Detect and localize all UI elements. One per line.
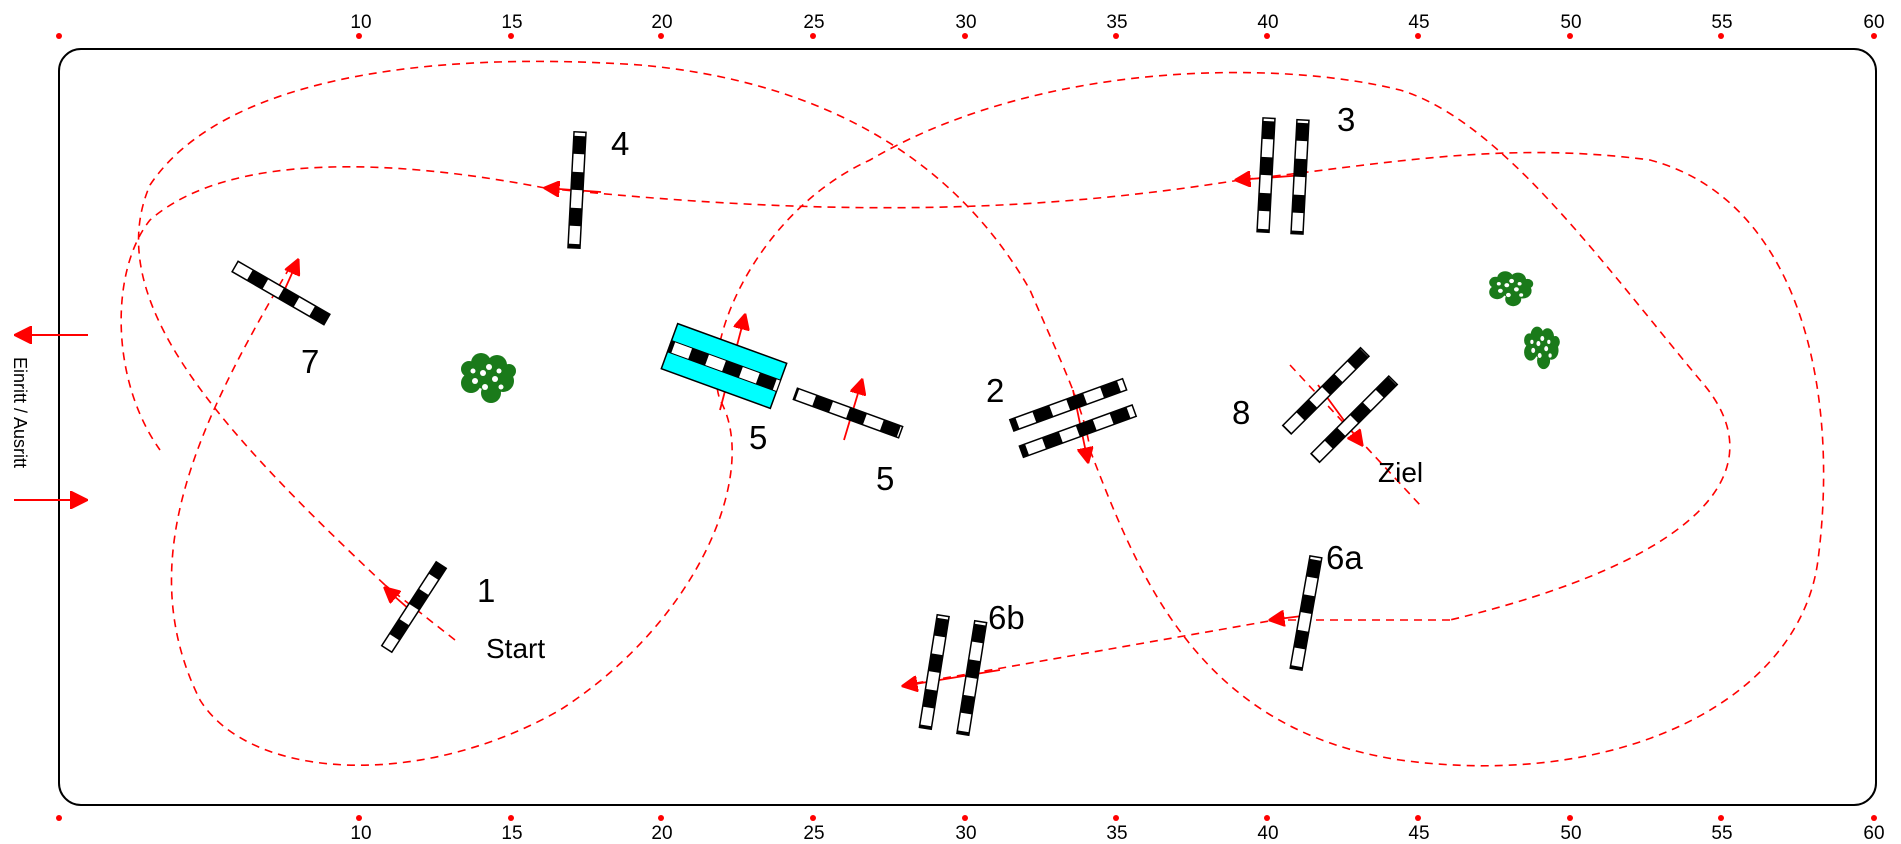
arena-border [58, 48, 1877, 806]
shrub-right-top [1489, 271, 1534, 307]
obstacle-6a-label: 6a [1326, 539, 1363, 576]
obstacle-4-label: 4 [611, 125, 629, 162]
obstacle-5a-label: 5 [749, 419, 767, 456]
obstacle-3-label: 3 [1337, 101, 1355, 138]
obstacle-5a [660, 322, 788, 410]
bottom-tick: 35 [1106, 823, 1127, 844]
scale-dots [56, 33, 1877, 821]
route-2-to-3 [1089, 151, 1825, 767]
obstacle-5b [792, 387, 904, 439]
bottom-tick: 20 [651, 823, 672, 844]
obstacle-2-label: 2 [986, 372, 1004, 409]
entrance-exit-marker: Einritt / Ausritt [10, 335, 88, 500]
top-tick: 45 [1408, 12, 1429, 33]
top-tick: 55 [1711, 12, 1732, 33]
route-7-to-5 [170, 71, 1731, 767]
top-tick: 20 [651, 12, 672, 33]
bottom-tick: 25 [803, 823, 824, 844]
obstacle-3 [1256, 117, 1310, 235]
start-label: Start [486, 633, 545, 664]
bottom-tick: 50 [1560, 823, 1581, 844]
shrub-left [461, 353, 516, 403]
top-tick: 60 [1863, 12, 1884, 33]
obstacle-6a [1289, 554, 1323, 672]
obstacle-8 [1281, 346, 1399, 464]
bottom-tick: 30 [955, 823, 976, 844]
obstacle-1 [380, 560, 448, 654]
obstacle-7-label: 7 [301, 343, 319, 380]
obstacle-5b-label: 5 [876, 460, 894, 497]
bottom-tick: 45 [1408, 823, 1429, 844]
obstacle-1-label: 1 [477, 572, 495, 609]
obstacle-2 [1008, 377, 1138, 459]
top-tick: 40 [1257, 12, 1278, 33]
obstacle-7 [231, 260, 331, 326]
top-tick: 10 [350, 12, 371, 33]
bottom-tick: 10 [350, 823, 371, 844]
finish-label: Ziel [1378, 457, 1423, 488]
top-scale: 10 15 20 25 30 35 40 45 50 55 60 [350, 12, 1884, 33]
top-tick: 50 [1560, 12, 1581, 33]
bottom-tick: 60 [1863, 823, 1884, 844]
bottom-tick: 15 [501, 823, 522, 844]
top-tick: 30 [955, 12, 976, 33]
entrance-exit-label: Einritt / Ausritt [10, 357, 30, 468]
bottom-tick: 55 [1711, 823, 1732, 844]
route-4-to-7 [120, 165, 546, 451]
top-tick: 25 [803, 12, 824, 33]
shrub-right-bottom [1524, 326, 1560, 370]
bottom-scale: 10 15 20 25 30 35 40 45 50 55 60 [350, 823, 1884, 844]
route-3-to-4 [544, 179, 1241, 209]
obstacle-4 [567, 130, 587, 250]
obstacle-6b [918, 613, 988, 737]
obstacle-8-label: 8 [1232, 394, 1250, 431]
bottom-tick: 40 [1257, 823, 1278, 844]
top-tick: 15 [501, 12, 522, 33]
obstacle-6b-label: 6b [988, 599, 1025, 636]
direction-arrows [279, 175, 1362, 686]
top-tick: 35 [1106, 12, 1127, 33]
route-6a-to-6b [904, 619, 1450, 686]
route-8-to-finish [1289, 364, 1421, 506]
